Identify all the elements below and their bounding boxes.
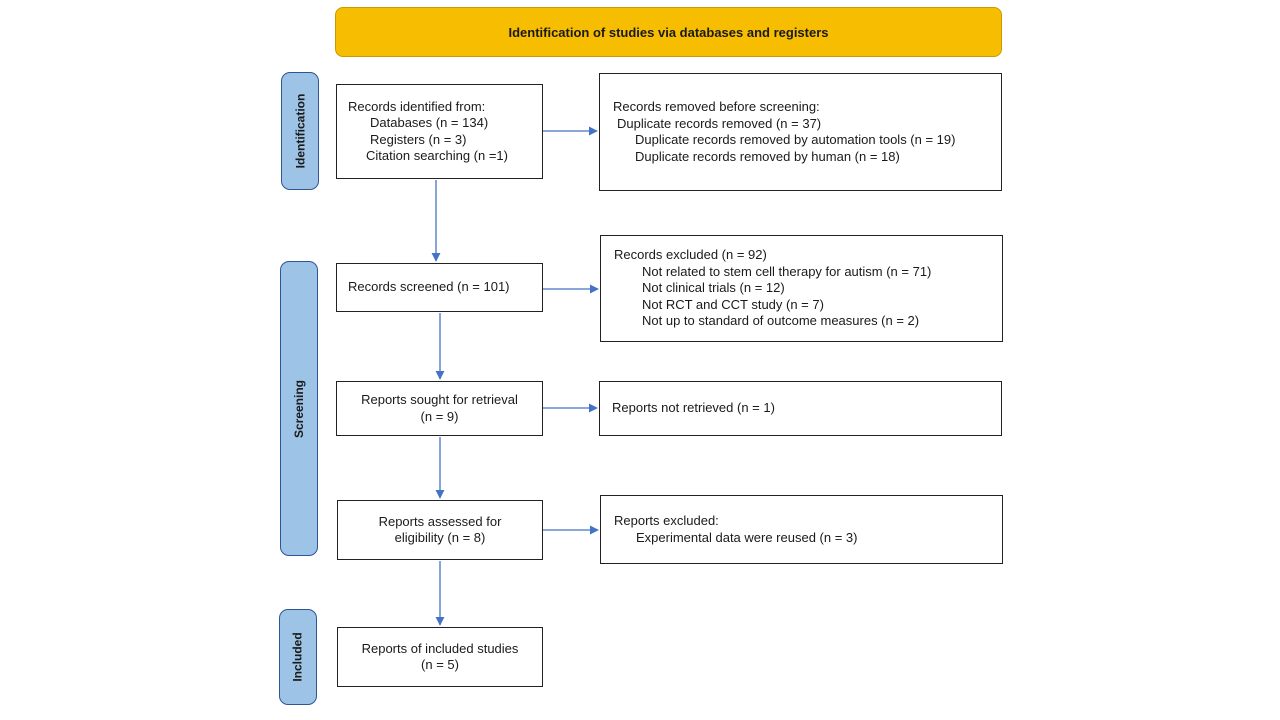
reports-sought-box: Reports sought for retrieval (n = 9) — [336, 381, 543, 436]
phase-identification: Identification — [281, 72, 319, 190]
reports-excluded-reason: Experimental data were reused (n = 3) — [636, 529, 858, 545]
records-removed-box: Records removed before screening: Duplic… — [599, 73, 1002, 191]
phase-included: Included — [279, 609, 317, 705]
excluded-reason-item: Not related to stem cell therapy for aut… — [642, 263, 932, 279]
header-banner: Identification of studies via databases … — [335, 7, 1002, 57]
records-citation: Citation searching (n =1) — [366, 148, 508, 163]
included-studies-box: Reports of included studies (n = 5) — [337, 627, 543, 687]
duplicates-by-human: Duplicate records removed by human (n = … — [635, 148, 900, 164]
records-registers: Registers (n = 3) — [370, 131, 467, 147]
reports-sought-line1: Reports sought for retrieval — [361, 392, 518, 407]
reports-not-retrieved-label: Reports not retrieved (n = 1) — [612, 400, 775, 416]
reports-assessed-line1: Reports assessed for — [378, 513, 502, 529]
duplicates-removed: Duplicate records removed (n = 37) — [617, 115, 822, 131]
included-studies-line1: Reports of included studies — [361, 640, 519, 656]
records-excluded-heading: Records excluded (n = 92) — [614, 247, 767, 263]
records-screened-label: Records screened (n = 101) — [348, 279, 510, 295]
records-identified-heading: Records identified from: — [348, 98, 486, 114]
duplicates-by-tools: Duplicate records removed by automation … — [635, 132, 956, 147]
phase-screening: Screening — [280, 261, 318, 556]
excluded-reason-item: Not clinical trials (n = 12) — [642, 280, 785, 296]
records-excluded-box: Records excluded (n = 92) Not related to… — [600, 235, 1003, 342]
reports-not-retrieved-box: Reports not retrieved (n = 1) — [599, 381, 1002, 436]
header-title: Identification of studies via databases … — [508, 24, 829, 40]
records-identified-box: Records identified from: Databases (n = … — [336, 84, 543, 179]
reports-excluded-heading: Reports excluded: — [614, 513, 719, 528]
records-databases: Databases (n = 134) — [370, 115, 489, 130]
reports-sought-line2: (n = 9) — [420, 408, 459, 424]
excluded-reason-item: Not RCT and CCT study (n = 7) — [642, 296, 824, 312]
included-studies-line2: (n = 5) — [421, 657, 459, 672]
records-removed-heading: Records removed before screening: — [613, 99, 820, 114]
excluded-reason-item: Not up to standard of outcome measures (… — [642, 313, 920, 329]
reports-excluded-box: Reports excluded: Experimental data were… — [600, 495, 1003, 564]
records-screened-box: Records screened (n = 101) — [336, 263, 543, 312]
reports-assessed-line2: eligibility (n = 8) — [394, 530, 486, 545]
reports-assessed-box: Reports assessed for eligibility (n = 8) — [337, 500, 543, 560]
